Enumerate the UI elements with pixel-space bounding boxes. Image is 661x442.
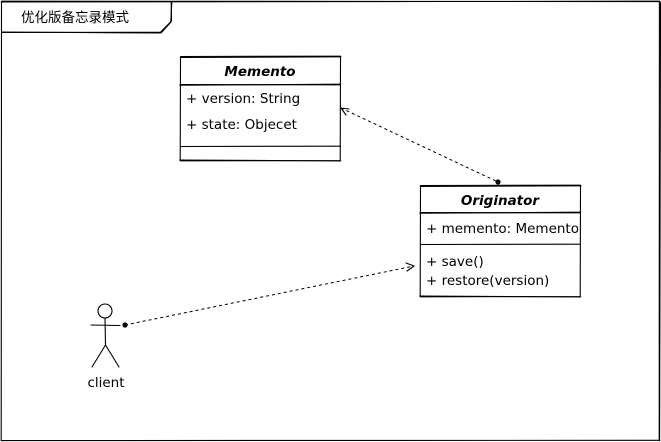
originator-method-restore: + restore(version) xyxy=(426,273,549,289)
client-originator-connector[interactable] xyxy=(122,262,415,328)
client-actor[interactable]: client xyxy=(87,303,125,391)
originator-class-name: Originator xyxy=(461,193,541,209)
arrowhead-open xyxy=(340,107,350,116)
originator-method-save: + save() xyxy=(426,254,484,270)
memento-originator-connector[interactable] xyxy=(340,107,501,185)
connector-end-dot xyxy=(122,322,128,328)
client-label: client xyxy=(87,375,124,391)
memento-attribute-version: + version: String xyxy=(186,91,300,107)
originator-class[interactable]: Originator + memento: Memento + save() +… xyxy=(419,184,582,298)
memento-class-name: Memento xyxy=(224,64,295,80)
frame-title: 优化版备忘录模式 xyxy=(21,9,129,26)
memento-class[interactable]: Memento + version: String + state: Objec… xyxy=(179,55,342,162)
memento-attribute-state: + state: Objecet xyxy=(186,117,297,133)
arrowhead-open xyxy=(405,262,415,272)
connector-end-dot xyxy=(495,179,501,185)
originator-attribute-memento: + memento: Memento xyxy=(426,221,579,237)
